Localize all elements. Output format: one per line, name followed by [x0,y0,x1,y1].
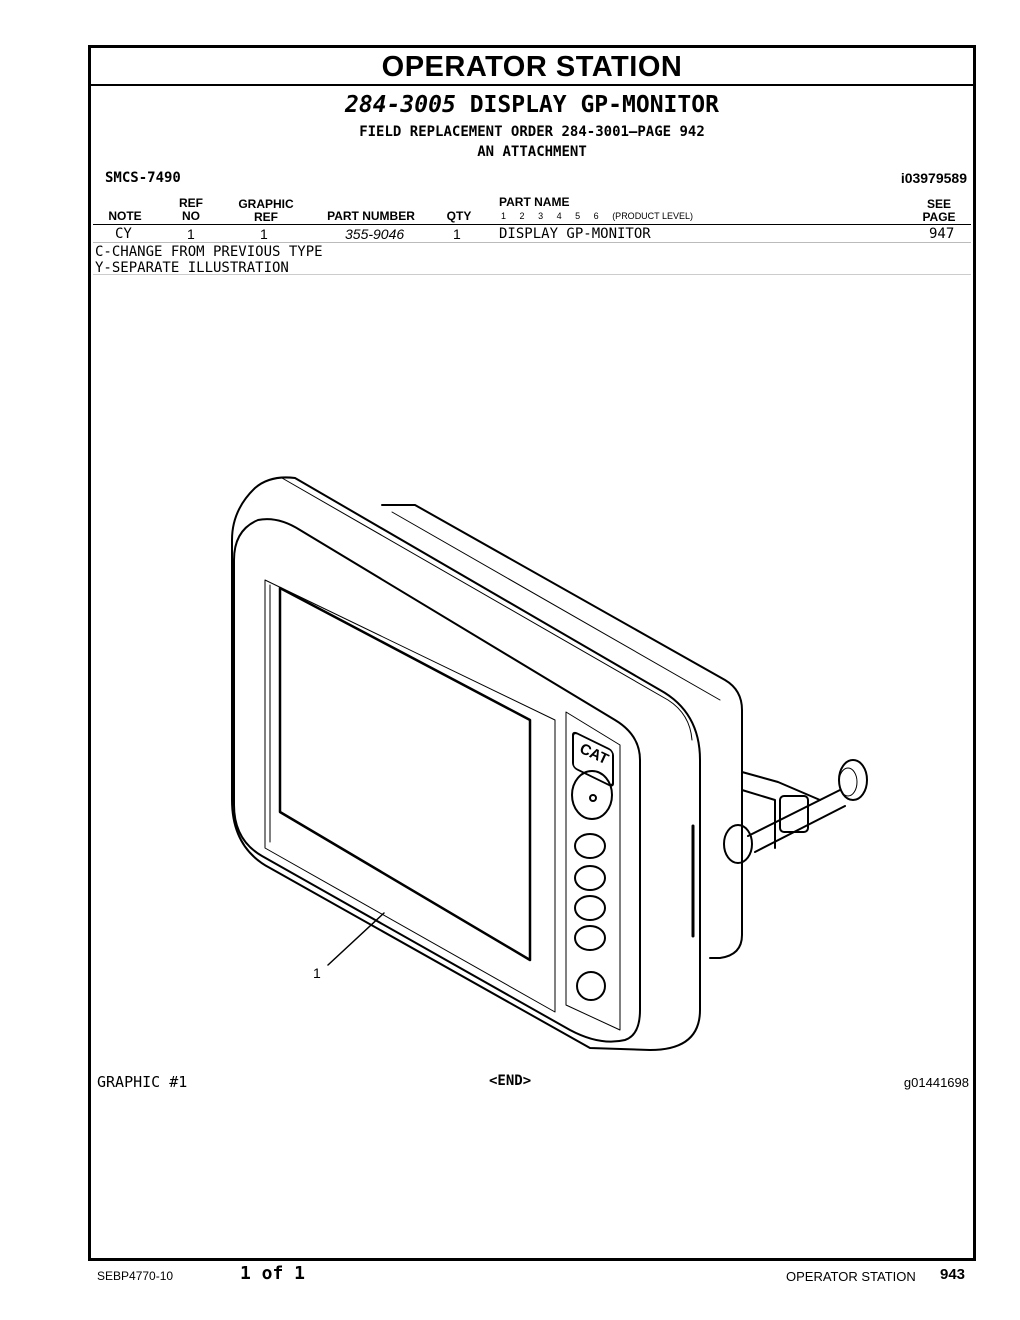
header-graphic-ref: GRAPHIC REF [231,198,301,224]
bezel-top-rim [281,477,693,741]
row-divider [93,242,971,243]
row-part-name: DISPLAY GP-MONITOR [499,226,651,242]
outer-bezel [231,476,701,1051]
function-button-1[interactable] [574,833,606,859]
header-see-page-line1: SEE [926,197,951,211]
row-note: CY [115,226,132,242]
graphic-label: GRAPHIC #1 [97,1073,188,1091]
product-level-5: 5 [575,211,581,221]
header-note: NOTE [108,209,142,223]
mount-bracket-side [741,789,776,849]
header-part-name: PART NAME [499,195,570,209]
row-ref-no: 1 [187,226,195,242]
header-qty: QTY [446,209,472,223]
header-part-number: PART NUMBER [327,209,415,223]
row-see-page: 947 [929,226,955,242]
group-part-number: 284-3005 [345,92,456,118]
mount-rod-top [747,789,841,837]
attachment-type: AN ATTACHMENT [477,144,587,160]
callout-leader [327,912,385,966]
header-graphic-ref-line1: GRAPHIC [238,197,294,211]
footer-page-of: 1 of 1 [240,1263,306,1284]
page-title: OPERATOR STATION [91,48,973,86]
header-ref-no: REF NO [171,197,211,223]
row-graphic-ref: 1 [260,226,268,242]
end-marker: <END> [489,1073,532,1089]
group-name: DISPLAY GP-MONITOR [469,92,719,118]
header-ref-no-line2: NO [182,209,200,223]
header-see-page: SEE PAGE [917,198,961,224]
thumb-knob-inner [838,767,858,797]
screen [278,586,532,962]
product-level-label: (PRODUCT LEVEL) [612,211,694,221]
mount-bracket-top [741,771,821,801]
product-levels: 1 2 3 4 5 6 (PRODUCT LEVEL) [501,211,704,221]
field-replacement-line: FIELD REPLACEMENT ORDER 284-3001—PAGE 94… [359,124,705,140]
product-level-2: 2 [519,211,525,221]
footer-section: OPERATOR STATION [786,1269,916,1284]
function-button-2[interactable] [574,865,606,891]
nav-knob-center [589,794,597,802]
product-level-1: 1 [501,211,507,221]
function-button-4[interactable] [574,925,606,951]
rear-housing [381,504,743,959]
function-button-3[interactable] [574,895,606,921]
header-see-page-line2: PAGE [922,210,956,224]
nav-knob[interactable] [571,770,613,820]
row-part-number: 355-9046 [345,226,405,242]
mount-screw-head [723,824,753,864]
product-level-4: 4 [556,211,562,221]
header-divider [93,224,971,225]
info-id: i03979589 [900,170,967,186]
callout-number: 1 [313,965,321,981]
mount-rod-bottom [754,805,846,853]
graphic-id: g01441698 [903,1075,969,1090]
page-frame: OPERATOR STATION 284-3005 DISPLAY GP-MON… [88,45,976,1261]
product-level-6: 6 [593,211,599,221]
header-graphic-ref-line2: REF [254,210,278,224]
front-face [233,518,641,1043]
speaker-grille [576,971,606,1001]
rear-housing-edge [391,511,721,701]
footer-page-number: 943 [940,1266,966,1283]
row-qty: 1 [453,226,461,242]
screen-inset [264,579,556,1013]
footer-document-id: SEBP4770-10 [97,1269,174,1283]
product-level-3: 3 [538,211,544,221]
group-heading: 284-3005 DISPLAY GP-MONITOR [91,92,973,118]
mount-clamp [779,795,809,833]
cat-logo: CAT [577,740,611,768]
legend-change: C-CHANGE FROM PREVIOUS TYPE [95,244,323,260]
cat-logo-box [572,731,614,787]
legend-separate: Y-SEPARATE ILLUSTRATION [95,260,289,276]
smcs-code: SMCS-7490 [105,170,181,186]
legend-divider [93,274,971,275]
header-ref-no-line1: REF [179,196,203,210]
control-strip [565,711,621,1031]
